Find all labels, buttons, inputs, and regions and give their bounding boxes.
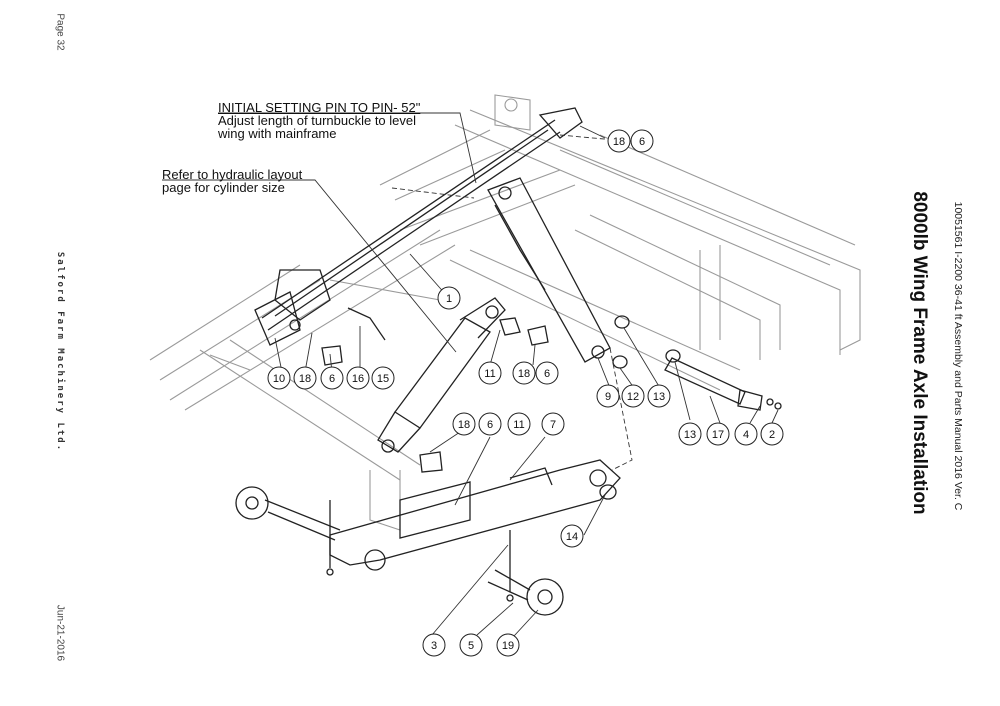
hydraulic-note-line2: page for cylinder size [162, 180, 285, 195]
initial-setting-line2: Adjust length of turnbuckle to level [218, 113, 417, 128]
callout-label: 3 [431, 640, 437, 652]
initial-setting-heading: INITIAL SETTING PIN TO PIN- 52" [218, 100, 421, 115]
callout-bubbles: 18 6 1 10 18 6 16 15 11 18 6 9 12 13 13 … [267, 129, 784, 657]
callout-label: 5 [468, 640, 474, 652]
callout-label: 12 [627, 391, 639, 403]
leader-lines [162, 112, 779, 637]
callout-label: 16 [352, 373, 364, 385]
callout-label: 18 [518, 368, 530, 380]
initial-setting-line3: wing with mainframe [218, 126, 337, 141]
callout-label: 13 [653, 391, 665, 403]
parts-linework [235, 107, 782, 616]
callout-label: 11 [484, 368, 495, 380]
callout-label: 11 [513, 419, 524, 431]
callout-label: 18 [613, 136, 625, 148]
callout-label: 17 [712, 429, 724, 441]
callout-label: 13 [684, 429, 696, 441]
callout-label: 19 [502, 640, 514, 652]
callout-label: 7 [550, 419, 556, 431]
callout-label: 6 [487, 419, 493, 431]
initial-setting-note: INITIAL SETTING PIN TO PIN- 52" Adjust l… [218, 101, 420, 140]
callout-label: 4 [743, 429, 749, 441]
hydraulic-note: Refer to hydraulic layout page for cylin… [162, 168, 302, 194]
callout-label: 6 [639, 136, 645, 148]
callout-label: 9 [605, 391, 611, 403]
callout-label: 18 [299, 373, 311, 385]
callout-label: 6 [544, 368, 550, 380]
callout-label: 2 [769, 429, 775, 441]
callout-label: 10 [273, 373, 285, 385]
callout-label: 14 [566, 531, 578, 543]
hydraulic-note-line1: Refer to hydraulic layout [162, 167, 303, 182]
callout-label: 6 [329, 373, 335, 385]
background-frame [149, 94, 861, 531]
callout-label: 15 [377, 373, 389, 385]
callout-label: 18 [458, 419, 470, 431]
callout-label: 1 [446, 293, 452, 305]
